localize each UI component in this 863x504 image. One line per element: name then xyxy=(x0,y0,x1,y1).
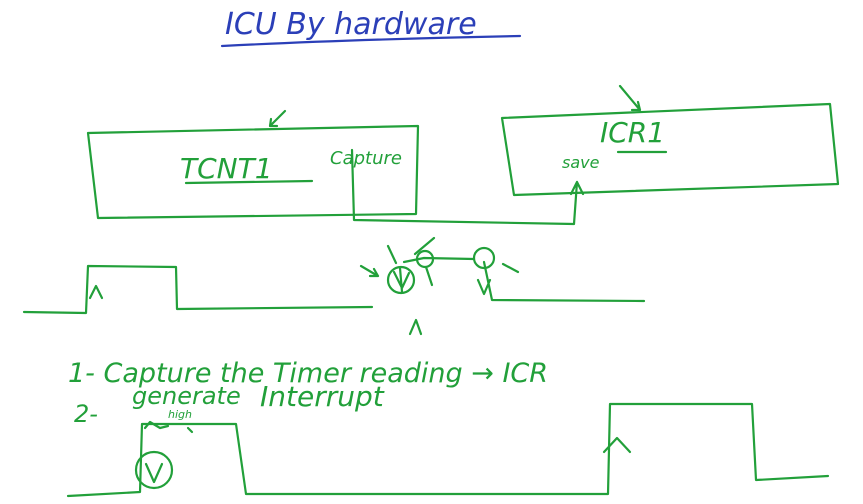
detector-arrows xyxy=(359,236,436,278)
icr1-label: ICR1 xyxy=(600,116,665,149)
tcnt1-pointer-arrow xyxy=(268,109,287,128)
edge-detector-symbol xyxy=(392,266,411,294)
tcnt1-underline xyxy=(184,179,314,185)
rising-edge-arrow xyxy=(88,284,104,300)
capture-connection xyxy=(350,148,585,226)
title-underline xyxy=(220,34,522,48)
output-line xyxy=(476,260,646,303)
icr1-pointer-arrow xyxy=(618,84,642,112)
switch-link xyxy=(402,256,476,287)
step-2-prefix: 2- xyxy=(74,400,98,428)
tcnt1-label: TCNT1 xyxy=(180,152,273,185)
tcnt1-block xyxy=(86,124,420,220)
lower-detector-symbol xyxy=(143,420,194,484)
capture-label: Capture xyxy=(330,148,402,169)
edge-detector-circle xyxy=(386,265,416,295)
step-2-tail: Interrupt xyxy=(260,380,385,413)
lower-rising-edge-arrow xyxy=(602,436,632,454)
upper-waveform xyxy=(22,264,374,315)
output-node xyxy=(472,246,496,270)
icr1-block xyxy=(500,102,840,197)
save-label: save xyxy=(562,153,600,172)
step-1: 1- Capture the Timer reading → ICR xyxy=(68,358,548,389)
title: ICU By hardware xyxy=(225,7,477,42)
step-2-note: high xyxy=(168,408,192,421)
detector-caret xyxy=(408,318,423,336)
step-2-word: generate xyxy=(132,382,241,410)
lower-detector-circle xyxy=(134,450,174,490)
